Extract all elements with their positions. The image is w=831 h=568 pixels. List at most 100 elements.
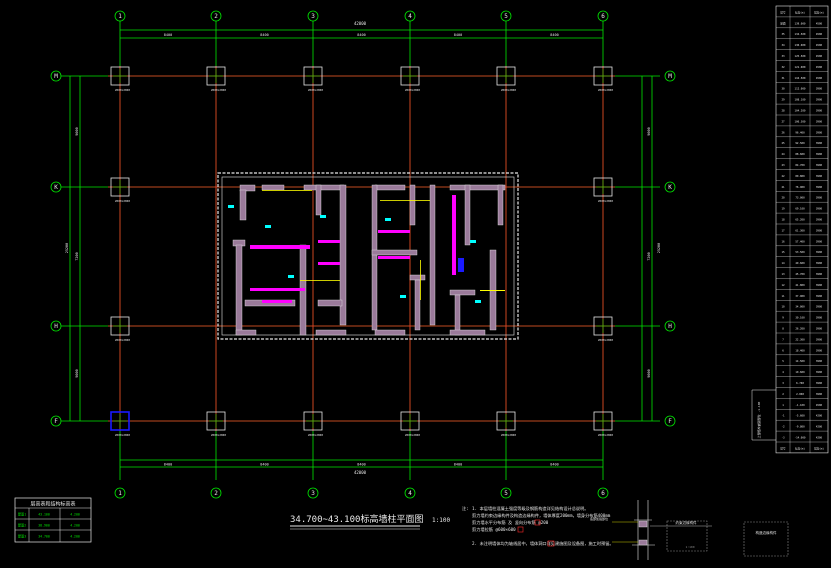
perimeter-column[interactable]: 2000×2000 [400,411,420,437]
perimeter-column[interactable]: 2000×2000 [110,66,130,92]
wall-tag [400,295,406,298]
floor-table-row: -3 [781,436,785,440]
floor-table-row: 3900 [816,196,823,200]
shear-wall [235,244,243,336]
floor-table-row: 53.500 [795,250,805,254]
dim-left-span: 7200 [75,252,79,260]
perimeter-column[interactable]: 2000×2000 [110,316,130,342]
floor-table-row: 27 [781,119,785,123]
floor-table-row: 34.000 [795,305,805,309]
perimeter-column[interactable]: 2000×2000 [593,411,613,437]
beam-marker [318,240,340,243]
floor-table-row: 61.300 [795,228,805,232]
axis-bubble-right: M [664,70,676,82]
perimeter-column[interactable]: 2000×2000 [593,316,613,342]
shear-wall [235,329,257,336]
shear-wall [371,184,378,331]
core-opening-marker [458,258,464,272]
perimeter-column[interactable]: 2000×2000 [400,66,420,92]
rebar-line [480,290,505,291]
core-outline [217,172,519,340]
floor-table-row: 5 [782,359,784,363]
floor-table-row: 2.800 [796,392,804,396]
legend-r1-c2: 43.100 [38,513,50,517]
legend-r2-c1: 屋面2 [18,523,26,528]
notes-prefix: 注: [462,505,469,512]
axis-bubble-right: F [664,415,676,427]
floor-table-row: 3900 [816,130,823,134]
floor-table-row: -9.800 [795,425,805,429]
detail-caption: 1:100 [685,545,694,549]
dim-top-total: 42000 [354,21,367,26]
beam-marker [318,262,340,265]
shear-wall [374,329,406,336]
level-legend-table: 层高表和结构标高表 屋面1 43.100 4.200 屋面2 38.900 4.… [14,497,92,543]
floor-table-row: 130.000 [795,43,806,47]
svg-text:3: 3 [311,490,315,497]
floor-table-row: 22 [781,174,785,178]
shear-wall [371,249,418,256]
column-size-tag: 2000×2000 [308,88,323,92]
perimeter-column[interactable]: 2000×2000 [593,66,613,92]
axis-bubble-top: 3 [307,10,319,22]
perimeter-column[interactable]: 2000×2000 [110,177,130,203]
dim-left-span: 9000 [75,127,79,135]
floor-table-row: 22.300 [795,337,805,341]
dim-right-total: 25200 [657,243,661,254]
floor-table-row: 125.500 [795,54,806,58]
legend-r2-c2: 38.900 [38,524,50,528]
drawing-scale: 1:100 [432,517,450,524]
notes-line-3: 剪力墙水平分布筋 及 竖向分布筋 @200 [472,519,549,526]
column-size-tag: 2000×2000 [115,338,130,342]
floor-table-row: 31 [781,76,785,80]
floor-table-row: 6.700 [796,381,804,385]
perimeter-column[interactable]: 2000×2000 [593,177,613,203]
perimeter-column[interactable]: 2000×2000 [110,411,130,437]
floor-table-row: -2 [781,425,785,429]
floor-table-row: 4500 [816,65,823,69]
floor-table-row: 65.200 [795,218,805,222]
dim-top-span: 8400 [260,33,268,37]
beam-marker [262,300,292,303]
floor-table-row: 11 [781,294,785,298]
notes-line-4: 剪力墙拉筋 @600×600 [472,526,516,533]
perimeter-column[interactable]: 2000×2000 [496,66,516,92]
svg-text:F: F [54,418,58,425]
floor-table-row: 4500 [816,21,823,25]
core-walls[interactable] [217,172,519,340]
floor-table-row: 116.500 [795,76,806,80]
floor-table-row: 84.700 [795,163,805,167]
column-size-tag: 2000×2000 [501,433,516,437]
floor-table-row: 4 [782,370,784,374]
shear-wall [414,279,421,331]
perimeter-column[interactable]: 2000×2000 [303,66,323,92]
floor-table-row: 3900 [816,218,823,222]
svg-text:M: M [54,73,58,80]
axis-bubble-bottom: 6 [597,487,609,499]
wall-tag [385,218,391,221]
floor-table-row: 96.400 [795,130,805,134]
dim-top-span: 8400 [357,33,365,37]
legend-title: 层高表和结构标高表 [30,501,75,508]
axis-bubble-top: 6 [597,10,609,22]
axis-bubble-right: H [664,320,676,332]
column-size-tag: 2000×2000 [405,88,420,92]
floor-table-row: 屋面 [780,21,786,25]
floor-table-row: 16 [781,239,785,243]
rebar-line [262,190,312,191]
floor-table-row: 26.200 [795,327,805,331]
legend-r3-c1: 屋面3 [18,534,26,539]
perimeter-column[interactable]: 2000×2000 [303,411,323,437]
floor-table-row: 3 [782,381,784,385]
perimeter-column[interactable]: 2000×2000 [496,411,516,437]
axis-bubble-top: 4 [404,10,416,22]
drawing-title: 34.700~43.100标高墙柱平面图 [290,513,423,525]
floor-table-row: 18.400 [795,348,805,352]
floor-table-row: 34 [781,43,785,47]
floor-table-header: 标高(m) [795,10,805,14]
floor-table-row: 13 [781,272,785,276]
wall-tag [475,300,481,303]
perimeter-column[interactable]: 2000×2000 [206,66,226,92]
perimeter-column[interactable]: 2000×2000 [206,411,226,437]
